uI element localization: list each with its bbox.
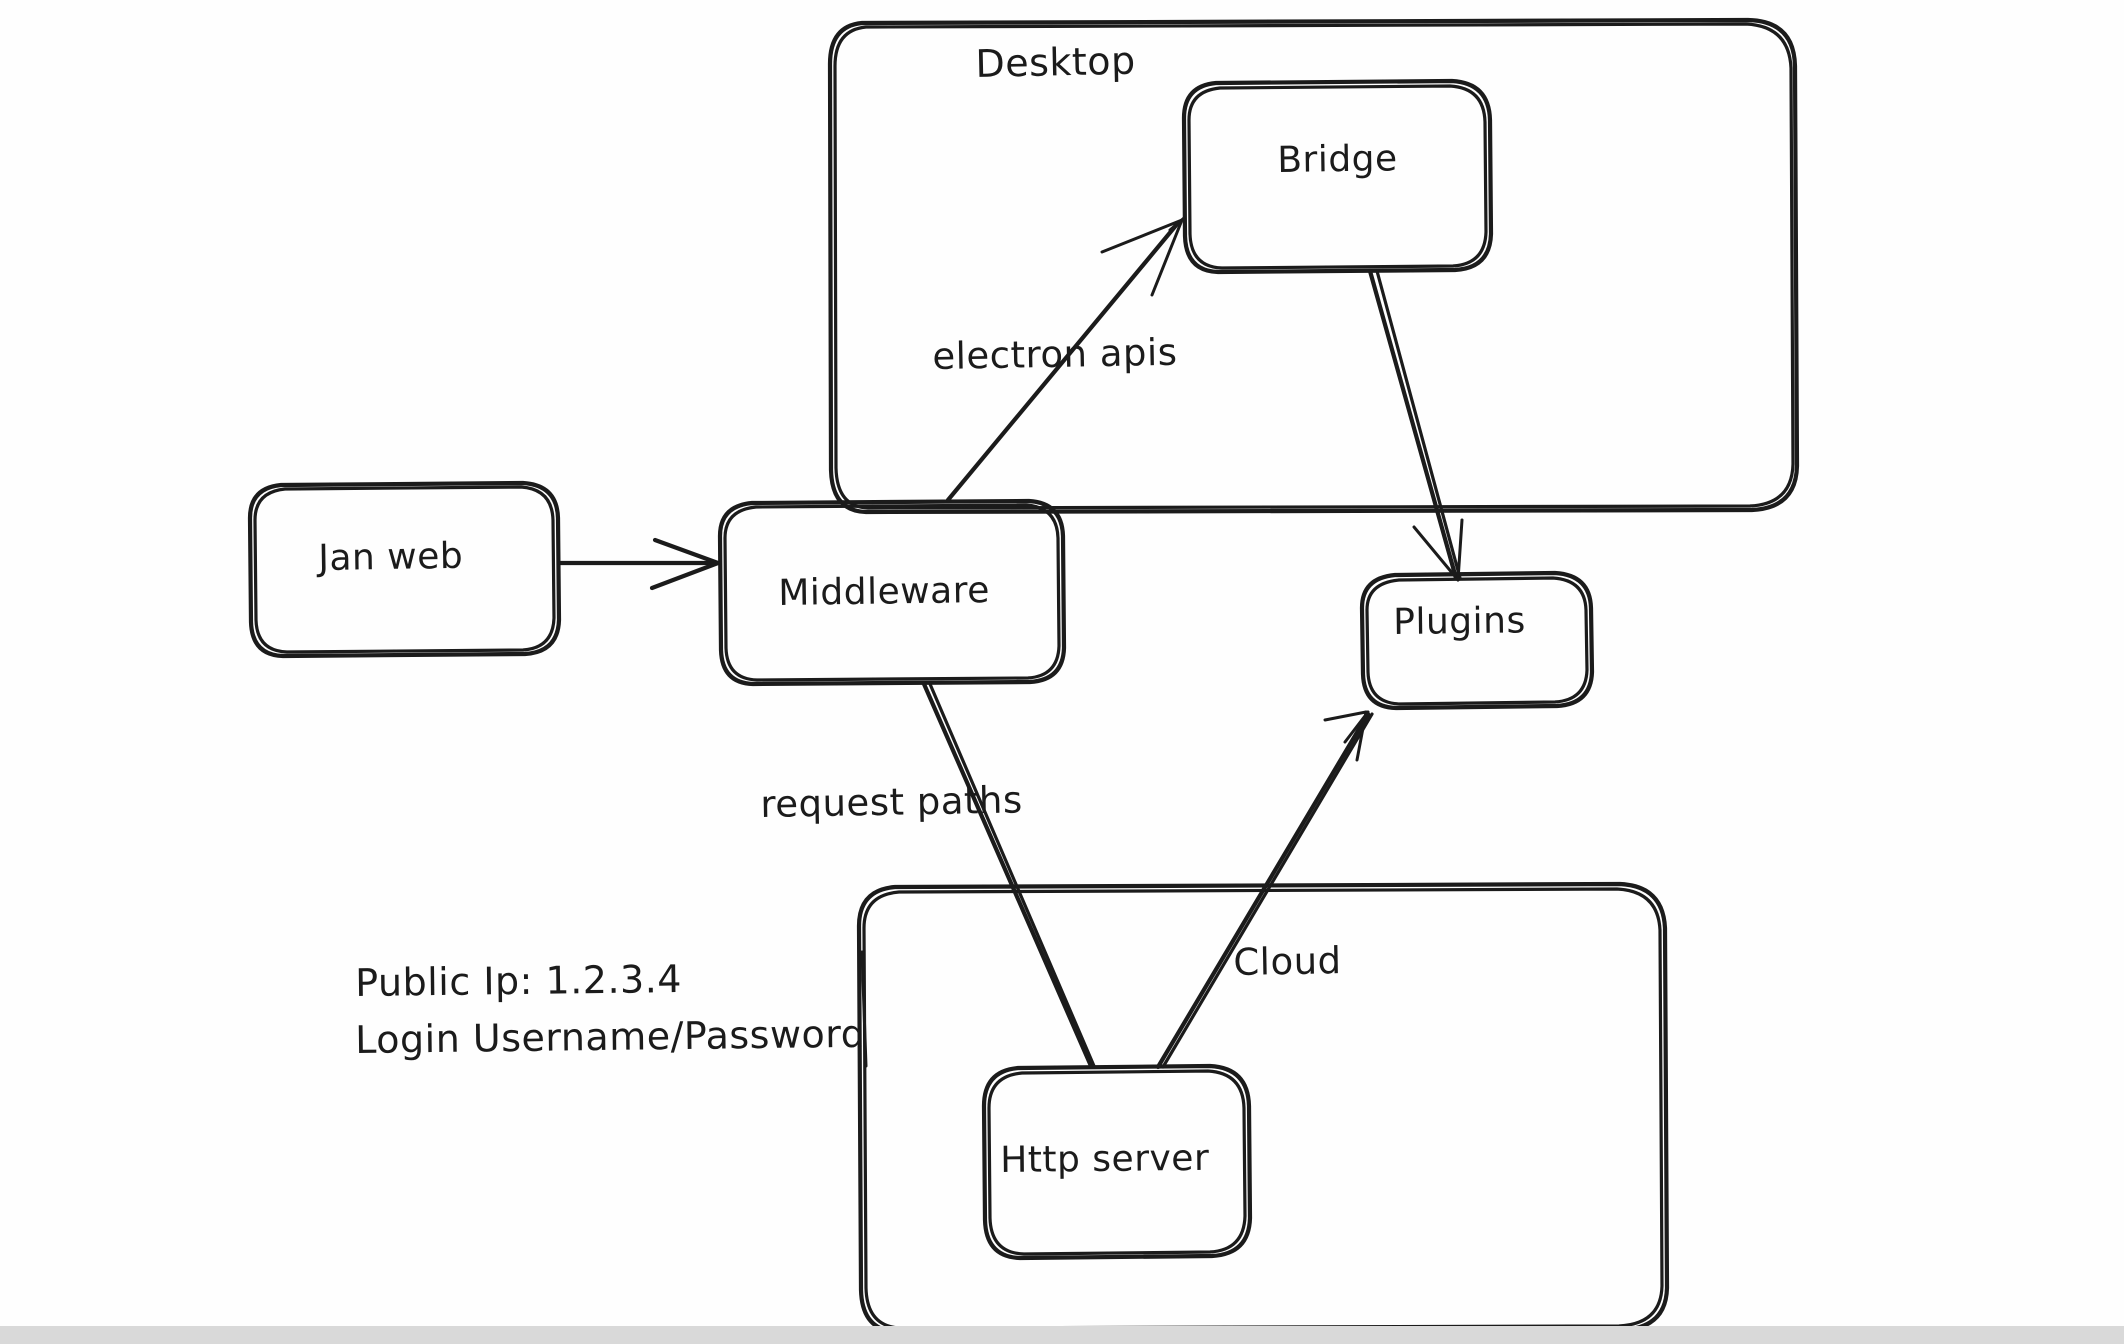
edge-middleware-to-bridge bbox=[945, 216, 1186, 503]
node-label-bridge: Bridge bbox=[1277, 138, 1398, 181]
edge-label-request-paths: request paths bbox=[760, 778, 1024, 826]
node-middleware-outline bbox=[717, 498, 1067, 687]
note-public-ip: Public Ip: 1.2.3.4 bbox=[355, 957, 683, 1005]
node-http-server-outline bbox=[981, 1063, 1253, 1261]
note-stroke bbox=[860, 950, 868, 1068]
edge-janweb-to-middleware bbox=[557, 537, 721, 591]
node-bridge-outline bbox=[1181, 78, 1494, 275]
edge-bridge-to-plugins bbox=[1367, 268, 1464, 582]
container-label-desktop: Desktop bbox=[975, 38, 1137, 86]
node-label-jan-web: Jan web bbox=[318, 535, 464, 579]
edge-label-cloud: Cloud bbox=[1233, 939, 1342, 984]
container-desktop-outline bbox=[827, 17, 1800, 515]
node-label-http-server: Http server bbox=[1000, 1137, 1210, 1181]
edge-httpserver-to-plugins bbox=[1155, 710, 1374, 1070]
node-plugins-outline bbox=[1359, 570, 1595, 711]
node-jan-web-outline bbox=[247, 480, 562, 659]
bottom-edge-bar bbox=[0, 1326, 2124, 1344]
edge-middleware-to-httpserver bbox=[921, 681, 1096, 1069]
node-label-plugins: Plugins bbox=[1393, 600, 1526, 643]
edge-label-electron-apis: electron apis bbox=[932, 330, 1178, 378]
node-label-middleware: Middleware bbox=[778, 570, 991, 614]
note-login-credentials: Login Username/Password bbox=[355, 1011, 866, 1062]
